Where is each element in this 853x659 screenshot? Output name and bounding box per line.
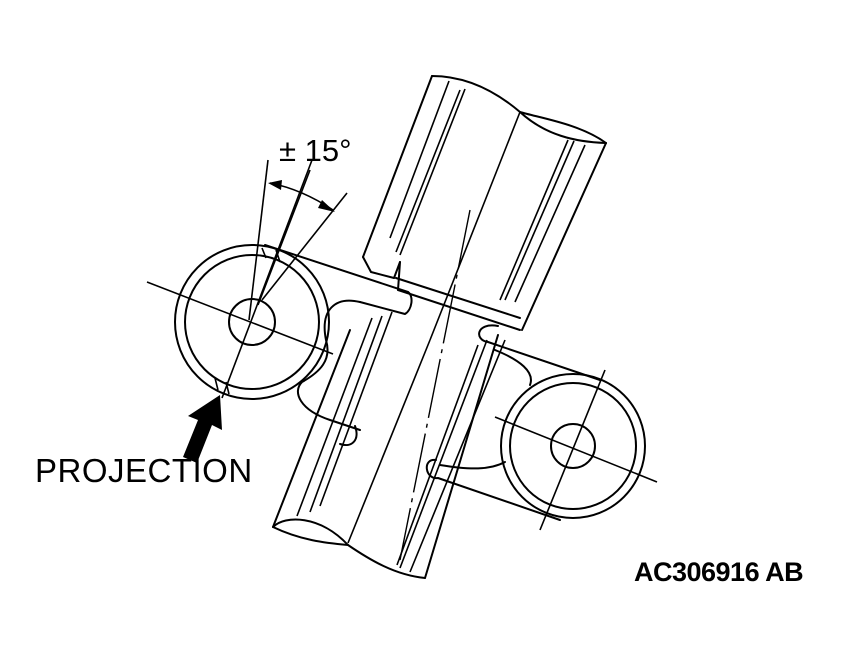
shaft (272, 75, 607, 579)
angle-dimension (248, 159, 348, 321)
projection-label: PROJECTION (35, 452, 253, 489)
angle-tolerance-label: ± 15° (279, 133, 352, 168)
upper-left-bracket-ring (146, 159, 413, 446)
figure-code-label: AC306916 AB (634, 557, 804, 587)
lower-right-bracket-ring (425, 324, 658, 531)
projection-arrow-icon (183, 395, 222, 463)
